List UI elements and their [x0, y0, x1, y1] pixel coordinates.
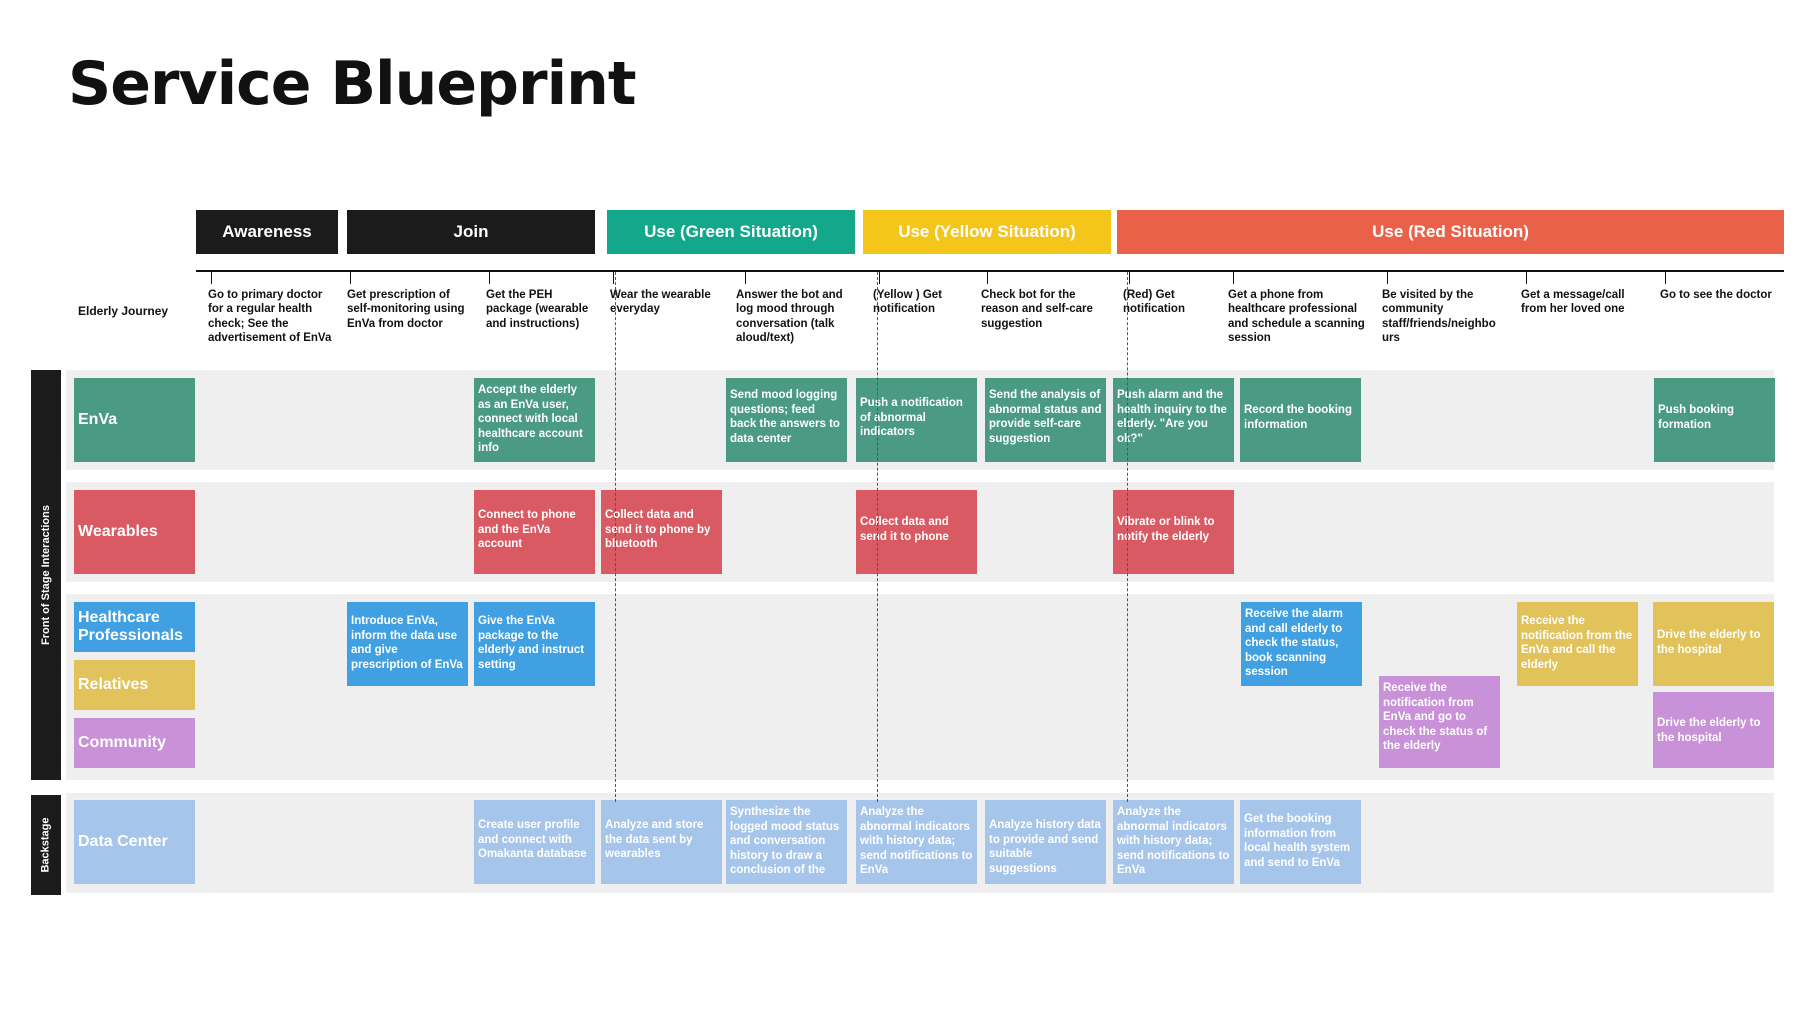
connector-line: [615, 272, 616, 802]
card-dc-history-suggestions: Analyze history data to provide and send…: [985, 800, 1106, 884]
card-dc-booking-info: Get the booking information from local h…: [1240, 800, 1361, 884]
timeline-line: [196, 270, 1784, 272]
card-relatives-receive: Receive the notification from the EnVa a…: [1517, 602, 1638, 686]
card-wear-vibrate: Vibrate or blink to notify the elderly: [1113, 490, 1234, 574]
timeline-tick: [879, 270, 880, 284]
timeline-tick: [613, 270, 614, 284]
backstage-text: Backstage: [40, 817, 53, 873]
timeline-tick: [350, 270, 351, 284]
journey-step: (Red) Get notification: [1123, 289, 1185, 316]
card-enva-push-notification: Push a notification of abnormal indicato…: [856, 378, 977, 462]
card-enva-mood: Send mood logging questions; feed back t…: [726, 378, 847, 462]
timeline-tick: [745, 270, 746, 284]
timeline-tick: [211, 270, 212, 284]
timeline-tick: [1129, 270, 1130, 284]
lane-data-center: Data Center: [74, 800, 195, 884]
connector-line: [1127, 272, 1128, 802]
card-dc-synthesize: Synthesize the logged mood status and co…: [726, 800, 847, 884]
journey-step: (Yellow ) Get notification: [873, 289, 943, 316]
timeline-tick: [987, 270, 988, 284]
card-enva-push-booking: Push booking formation: [1654, 378, 1775, 462]
connector-line: [877, 272, 878, 802]
lane-wearables: Wearables: [74, 490, 195, 574]
lane-relatives: Relatives: [74, 660, 195, 710]
lane-enva: EnVa: [74, 378, 195, 462]
card-hp-receive-alarm: Receive the alarm and call elderly to ch…: [1241, 602, 1362, 686]
journey-step: Check bot for the reason and self-care s…: [981, 289, 1093, 330]
phase-awareness: Awareness: [196, 210, 338, 254]
phase-use-green: Use (Green Situation): [607, 210, 855, 254]
card-wear-collect-bluetooth: Collect data and send it to phone by blu…: [601, 490, 722, 574]
card-community-drive: Drive the elderly to the hospital: [1653, 692, 1774, 768]
journey-step: Answer the bot and log mood through conv…: [736, 289, 843, 345]
card-wear-collect: Collect data and send it to phone: [856, 490, 977, 574]
phase-join: Join: [347, 210, 595, 254]
card-relatives-drive: Drive the elderly to the hospital: [1653, 602, 1774, 686]
journey-step: Get the PEH package (wearable and instru…: [486, 289, 589, 330]
timeline-tick: [1665, 270, 1666, 284]
journey-step: Wear the wearable everyday: [610, 289, 711, 316]
timeline-tick: [1387, 270, 1388, 284]
timeline-tick: [489, 270, 490, 284]
card-dc-analyze-abnormal-yellow: Analyze the abnormal indicators with his…: [856, 800, 977, 884]
journey-step: Go to see the doctor: [1660, 289, 1772, 301]
card-dc-analyze-store: Analyze and store the data sent by weara…: [601, 800, 722, 884]
backstage-label: Backstage: [31, 795, 61, 895]
front-of-stage-label: Front of Stage Interactions: [31, 370, 61, 780]
front-of-stage-text: Front of Stage Interactions: [40, 505, 52, 645]
card-wear-connect: Connect to phone and the EnVa account: [474, 490, 595, 574]
card-hp-introduce: Introduce EnVa, inform the data use and …: [347, 602, 468, 686]
journey-step: Go to primary doctor for a regular healt…: [208, 289, 332, 345]
lane-healthcare-professionals: Healthcare Professionals: [74, 602, 195, 652]
card-enva-alarm: Push alarm and the health inquiry to the…: [1113, 378, 1234, 462]
card-enva-analysis: Send the analysis of abnormal status and…: [985, 378, 1106, 462]
phase-use-red: Use (Red Situation): [1117, 210, 1784, 254]
page-title: Service Blueprint: [68, 49, 637, 119]
card-dc-create-profile: Create user profile and connect with Oma…: [474, 800, 595, 884]
card-community-receive: Receive the notification from EnVa and g…: [1379, 676, 1500, 768]
journey-step: Be visited by the community staff/friend…: [1382, 289, 1496, 345]
journey-step: Get a message/call from her loved one: [1521, 289, 1625, 316]
card-enva-accept: Accept the elderly as an EnVa user, conn…: [474, 378, 595, 462]
lane-community: Community: [74, 718, 195, 768]
elderly-journey-label: Elderly Journey: [78, 304, 169, 318]
card-enva-record-booking: Record the booking information: [1240, 378, 1361, 462]
journey-step: Get a phone from healthcare professional…: [1228, 289, 1365, 345]
phase-use-yellow: Use (Yellow Situation): [863, 210, 1111, 254]
timeline-tick: [1233, 270, 1234, 284]
card-dc-analyze-abnormal-red: Analyze the abnormal indicators with his…: [1113, 800, 1234, 884]
card-hp-give-package: Give the EnVa package to the elderly and…: [474, 602, 595, 686]
timeline-tick: [1526, 270, 1527, 284]
journey-step: Get prescription of self-monitoring usin…: [347, 289, 465, 330]
